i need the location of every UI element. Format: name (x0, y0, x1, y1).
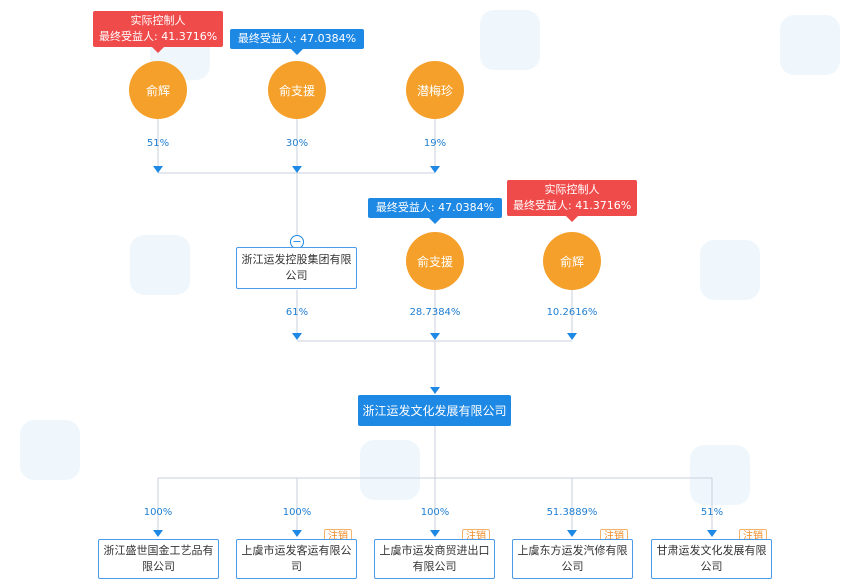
tag-line: 实际控制人 (544, 183, 600, 196)
watermark-logo (700, 240, 760, 300)
arrow-icon (430, 166, 440, 173)
person-name: 俞辉 (145, 83, 170, 98)
share-percent: 61% (285, 307, 309, 318)
person-name: 潜梅珍 (416, 83, 453, 98)
person-node-yuzhiyuan[interactable]: 俞支援 (268, 61, 326, 119)
arrow-icon (292, 166, 302, 173)
share-percent: 100% (420, 507, 450, 518)
arrow-icon (153, 530, 163, 537)
collapse-symbol: − (292, 235, 302, 248)
person-name: 俞支援 (416, 254, 453, 269)
company-name-line: 上虞东方运发汽修有限 (517, 544, 628, 557)
share-percent: 51% (700, 507, 724, 518)
share-percent: 100% (143, 507, 173, 518)
person-node-yuhui[interactable]: 俞辉 (129, 61, 187, 119)
watermark-logo (780, 15, 840, 75)
person-name: 俞支援 (278, 83, 315, 98)
beneficiary-tag: 最终受益人: 47.0384% (230, 29, 364, 55)
beneficiary-tag: 最终受益人: 47.0384% (368, 198, 502, 224)
company-name-line: 限公司 (142, 560, 175, 573)
share-percent: 19% (423, 138, 447, 149)
tag-line: 实际控制人 (130, 14, 186, 27)
tag-line: 最终受益人: 47.0384% (237, 32, 357, 45)
person-node-qianmeizhen[interactable]: 潜梅珍 (406, 61, 464, 119)
share-percent: 10.2616% (546, 307, 598, 318)
company-name-line: 公司 (700, 560, 723, 573)
share-percent: 30% (285, 138, 309, 149)
watermark-logo (480, 10, 540, 70)
tag-line: 最终受益人: 41.3716% (513, 199, 632, 212)
arrow-icon (430, 387, 440, 394)
subsidiary-node[interactable]: 浙江盛世国金工艺品有 限公司 (98, 539, 219, 579)
share-percent: 51.3889% (546, 507, 598, 518)
company-name-line: 公司 (285, 269, 308, 282)
controller-tag: 实际控制人 最终受益人: 41.3716% (507, 180, 637, 222)
main-company-name: 浙江运发文化发展有限公司 (362, 404, 507, 418)
arrow-icon (430, 530, 440, 537)
tag-line: 最终受益人: 41.3716% (99, 30, 218, 43)
arrow-icon (153, 166, 163, 173)
company-name-line: 甘肃运发文化发展有限 (656, 544, 767, 557)
company-name-line: 公司 (561, 560, 584, 573)
main-company-node[interactable]: 浙江运发文化发展有限公司 (358, 395, 511, 426)
tag-line: 最终受益人: 47.0384% (375, 201, 495, 214)
company-name-line: 浙江运发控股集团有限 (241, 253, 352, 266)
company-name-line: 司 (291, 560, 302, 573)
company-name-line: 浙江盛世国金工艺品有 (103, 544, 214, 557)
company-node-yunfa-holding[interactable]: 浙江运发控股集团有限 公司 (236, 247, 357, 289)
subsidiary-node[interactable]: 上虞东方运发汽修有限 公司 (512, 539, 633, 579)
arrow-icon (567, 530, 577, 537)
person-name: 俞辉 (559, 254, 584, 269)
arrow-icon (567, 333, 577, 340)
company-name-line: 上虞市运发商贸进出口 (379, 544, 490, 557)
share-percent: 28.7384% (409, 307, 461, 318)
subsidiary-node[interactable]: 甘肃运发文化发展有限 公司 (651, 539, 772, 579)
subsidiary-node[interactable]: 上虞市运发客运有限公 司 (236, 539, 357, 579)
arrow-icon (292, 333, 302, 340)
person-node-yuzhiyuan[interactable]: 俞支援 (406, 232, 464, 290)
watermark-logo (20, 420, 80, 480)
company-name-line: 上虞市运发客运有限公 (241, 544, 352, 557)
watermark-logo (360, 440, 420, 500)
arrow-icon (707, 530, 717, 537)
watermark-logo (690, 445, 750, 505)
watermark-logo (130, 235, 190, 295)
subsidiary-node[interactable]: 上虞市运发商贸进出口 有限公司 (374, 539, 495, 579)
share-percent: 51% (146, 138, 170, 149)
controller-tag: 实际控制人 最终受益人: 41.3716% (93, 11, 223, 53)
arrow-icon (292, 530, 302, 537)
share-percent: 100% (282, 507, 312, 518)
arrow-icon (430, 333, 440, 340)
company-name-line: 有限公司 (412, 560, 457, 573)
person-node-yuhui[interactable]: 俞辉 (543, 232, 601, 290)
